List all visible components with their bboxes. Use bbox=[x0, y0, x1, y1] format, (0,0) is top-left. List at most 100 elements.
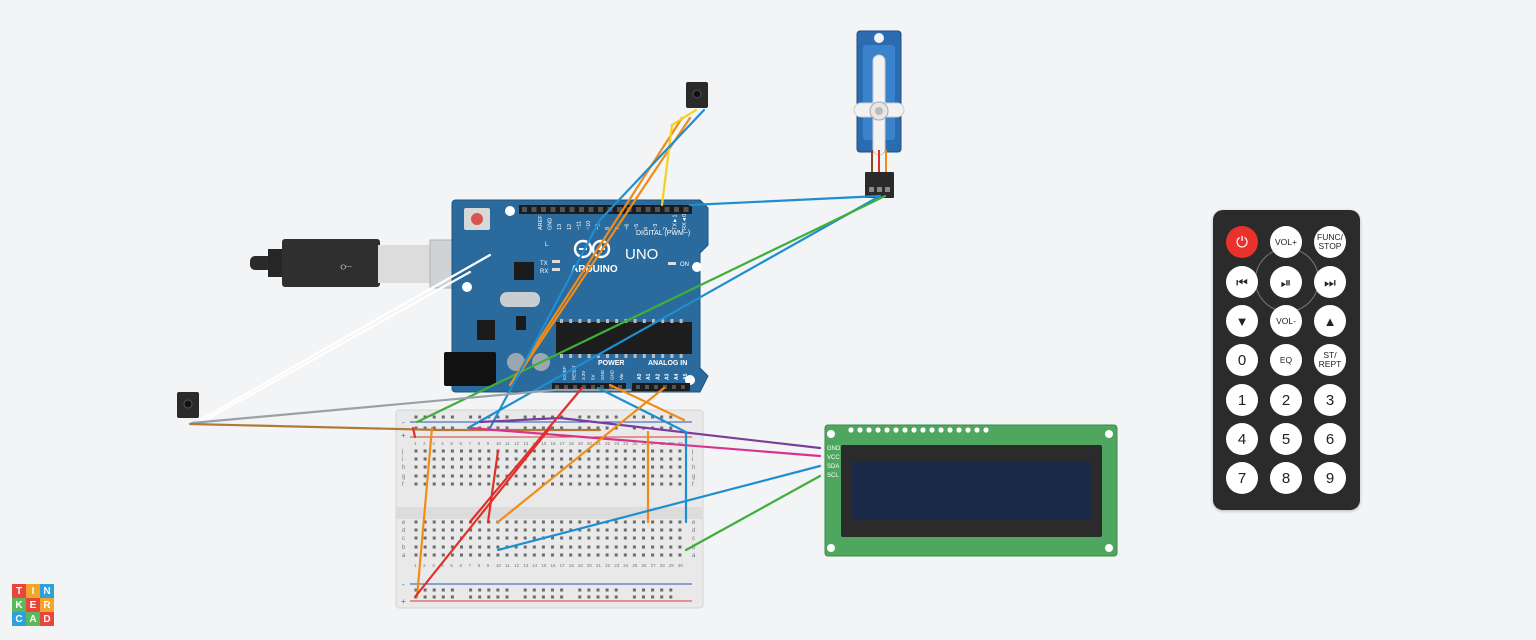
column-number: 22 bbox=[605, 563, 611, 568]
remote-button[interactable]: VOL- bbox=[1270, 305, 1302, 337]
servo-connector[interactable] bbox=[865, 172, 894, 198]
column-number: 13 bbox=[523, 563, 529, 568]
column-number: 20 bbox=[587, 441, 593, 446]
remote-button[interactable]: ⏮ bbox=[1226, 266, 1258, 298]
wire-green[interactable] bbox=[684, 474, 822, 552]
column-number: 20 bbox=[587, 563, 593, 568]
usb-cable[interactable]: ⟜ bbox=[250, 239, 430, 287]
wire-orange[interactable] bbox=[415, 426, 434, 599]
wire-blue[interactable] bbox=[488, 108, 706, 430]
row-letter: h bbox=[692, 465, 695, 471]
column-number: 19 bbox=[578, 441, 584, 446]
digital-pin-label: ~6 bbox=[624, 224, 630, 230]
logo-letter: C bbox=[12, 612, 26, 626]
l-label: L bbox=[545, 242, 549, 248]
digital-pin-label: GND bbox=[548, 218, 554, 230]
remote-button[interactable]: 2 bbox=[1270, 384, 1302, 416]
remote-button[interactable]: VOL+ bbox=[1270, 226, 1302, 258]
remote-button[interactable]: ▼ bbox=[1226, 305, 1258, 337]
remote-button[interactable]: ▲ bbox=[1314, 305, 1346, 337]
digital-pin-label: ~3 bbox=[653, 224, 659, 230]
rail-plus-bottom: + bbox=[401, 597, 406, 606]
remote-button[interactable]: 3 bbox=[1314, 384, 1346, 416]
arduino-uno[interactable]: ⟜ bbox=[250, 199, 709, 393]
analog-pin-label: A3 bbox=[665, 373, 671, 380]
wire-red[interactable] bbox=[468, 386, 584, 524]
remote-button[interactable]: ⏭ bbox=[1314, 266, 1346, 298]
servo-motor[interactable] bbox=[853, 30, 905, 198]
column-number: 13 bbox=[523, 441, 529, 446]
power-pin-label: GND bbox=[610, 369, 615, 380]
power-label: POWER bbox=[598, 360, 624, 367]
rail-minus-top: - bbox=[402, 418, 405, 427]
wire-white[interactable] bbox=[198, 270, 472, 425]
remote-button[interactable]: 1 bbox=[1226, 384, 1258, 416]
row-letter: c bbox=[692, 536, 695, 542]
row-letter: e bbox=[692, 520, 696, 526]
wire-gray[interactable] bbox=[190, 388, 632, 425]
row-letter: d bbox=[692, 528, 695, 534]
power-header[interactable] bbox=[552, 383, 626, 391]
column-number: 17 bbox=[560, 563, 566, 568]
ir-receiver-left[interactable] bbox=[177, 392, 199, 418]
remote-button[interactable]: 4 bbox=[1226, 423, 1258, 455]
digital-label: DIGITAL (PWM~) bbox=[636, 230, 690, 237]
wire-red[interactable] bbox=[411, 426, 417, 439]
wire-red[interactable] bbox=[486, 449, 500, 524]
breadboard-holes[interactable] bbox=[414, 415, 682, 599]
ir-receiver-top[interactable] bbox=[686, 82, 708, 108]
remote-button[interactable]: ST/REPT bbox=[1314, 344, 1346, 376]
digital-header[interactable] bbox=[519, 205, 692, 214]
column-number: 4 bbox=[441, 563, 444, 568]
remote-button[interactable]: 6 bbox=[1314, 423, 1346, 455]
wire-yellow[interactable] bbox=[660, 108, 698, 207]
column-number: 2 bbox=[423, 441, 426, 446]
remote-button[interactable]: 5 bbox=[1270, 423, 1302, 455]
wire-orange[interactable] bbox=[496, 386, 666, 524]
wire-blue[interactable] bbox=[688, 194, 882, 207]
column-number: 10 bbox=[496, 563, 502, 568]
analog-header[interactable] bbox=[632, 383, 690, 391]
column-number: 11 bbox=[505, 441, 510, 446]
row-letter: c bbox=[402, 536, 405, 542]
column-number: 10 bbox=[496, 441, 502, 446]
wires[interactable] bbox=[188, 108, 887, 599]
remote-button[interactable]: EQ bbox=[1270, 344, 1302, 376]
digital-pin-label: TX►1 bbox=[672, 214, 678, 230]
column-number: 2 bbox=[423, 563, 426, 568]
logo-letter: A bbox=[26, 612, 40, 626]
remote-button[interactable]: 8 bbox=[1270, 462, 1302, 494]
column-number: 6 bbox=[460, 563, 463, 568]
wire-green[interactable] bbox=[415, 194, 887, 424]
row-letter: a bbox=[692, 553, 696, 559]
column-number: 24 bbox=[623, 563, 629, 568]
power-pin-label: GND bbox=[600, 369, 605, 380]
digital-pin-label: 7 bbox=[615, 227, 621, 230]
wire-magenta[interactable] bbox=[468, 426, 822, 458]
wire-blue[interactable] bbox=[496, 464, 822, 552]
wire-blue[interactable] bbox=[596, 386, 688, 524]
wire-white[interactable] bbox=[198, 253, 492, 422]
remote-button[interactable]: 7 bbox=[1226, 462, 1258, 494]
remote-button[interactable]: 9 bbox=[1314, 462, 1346, 494]
column-number: 9 bbox=[487, 563, 490, 568]
remote-button[interactable]: ⏻ bbox=[1226, 226, 1258, 258]
remote-button[interactable]: ⏯ bbox=[1270, 266, 1302, 298]
digital-pin-label: 12 bbox=[567, 224, 573, 230]
wire-orange[interactable] bbox=[513, 116, 692, 382]
logo-letter: N bbox=[40, 584, 54, 598]
wire-purple[interactable] bbox=[478, 416, 822, 450]
analog-pin-label: A5 bbox=[683, 373, 689, 380]
power-pin-label: 3.3V bbox=[581, 371, 586, 380]
column-number: 18 bbox=[569, 563, 575, 568]
analog-pin-label: A1 bbox=[646, 373, 652, 380]
wire-red[interactable] bbox=[413, 426, 552, 599]
remote-button[interactable]: FUNC/STOP bbox=[1314, 226, 1346, 258]
wire-blue[interactable] bbox=[466, 194, 882, 430]
row-letter: j bbox=[401, 449, 403, 455]
remote-button[interactable]: 0 bbox=[1226, 344, 1258, 376]
